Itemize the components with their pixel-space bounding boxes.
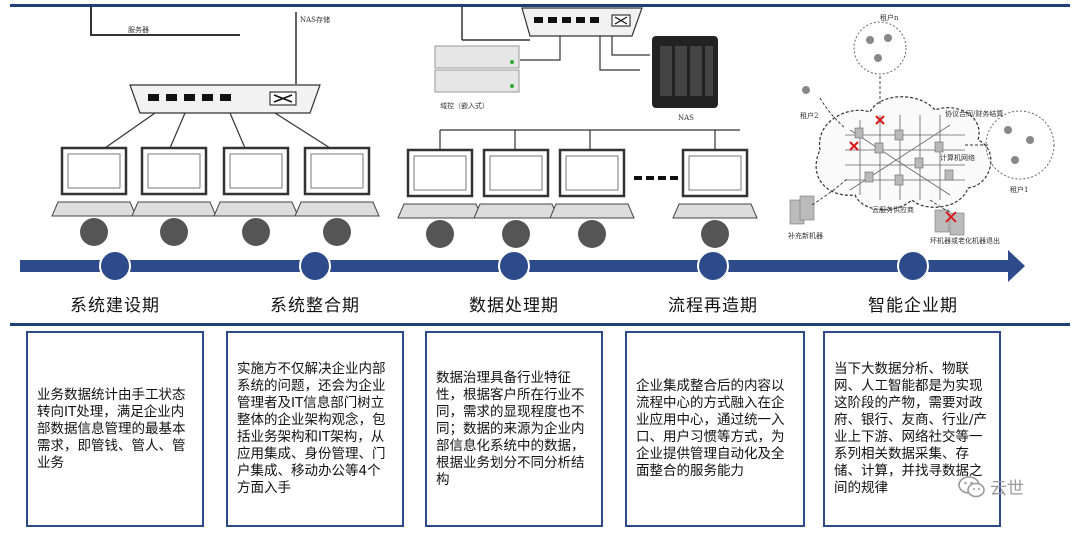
illustration: 服务器 NAS存储: [51, 6, 1055, 248]
workstations-group-1: [51, 146, 380, 246]
watermark-text: 云世: [990, 479, 1024, 499]
phase-description-2: 实施方不仅解决企业内部系统的问题，还会为企业管理者及IT信息部门树立整体的企业架…: [226, 331, 404, 527]
phase-title-3: 数据处理期: [469, 296, 559, 316]
agreement-label: 协议合同/财务结算: [945, 109, 1003, 118]
phase-title-1: 系统建设期: [70, 296, 160, 316]
phase-description-4: 企业集成整合后的内容以流程中心的方式融入在企业应用中心，通过统一入口、用户习惯等…: [625, 331, 805, 527]
timeline-node-2: [299, 250, 331, 282]
timeline-node-1: [99, 250, 131, 282]
tenant-n-label: 租户n: [880, 13, 899, 22]
nas-device: [652, 36, 718, 108]
phase-description-text-1: 业务数据统计由手工状态转向IT处理，满足企业内部数据信息管理的最基本需求，即管钱…: [37, 386, 186, 471]
domain-controller-device: [434, 45, 520, 93]
phase-description-5: 当下大数据分析、物联网、人工智能都是为实现这阶段的产物，需要对政府、银行、友商、…: [823, 331, 1001, 527]
phase-description-3: 数据治理具备行业特征性，根据客户所在行业不同，需求的显现程度也不同；数据的来源为…: [425, 331, 603, 527]
watermark: 云世: [958, 474, 1024, 499]
phase-title-2: 系统整合期: [270, 296, 360, 316]
compute-network-label: 计算机网络: [940, 153, 975, 162]
timeline: [20, 250, 1025, 282]
panel-data-illustration: 域控（嵌入式） NAS: [434, 6, 740, 150]
wechat-icon: [958, 475, 985, 497]
domain-control-label: 域控（嵌入式）: [440, 101, 489, 110]
phase-description-text-2: 实施方不仅解决企业内部系统的问题，还会为企业管理者及IT信息部门树立整体的企业架…: [237, 361, 386, 496]
tenant-2-label: 租户2: [800, 111, 818, 120]
phase-description-text-3: 数据治理具备行业特征性，根据客户所在行业不同，需求的显现程度也不同；数据的来源为…: [436, 369, 585, 488]
phase-description-text-5: 当下大数据分析、物联网、人工智能都是为实现这阶段的产物，需要对政府、银行、友商、…: [834, 361, 988, 496]
ellipsis-dashes: [634, 176, 678, 180]
top-divider: [10, 4, 1070, 7]
phase-title-5: 智能企业期: [868, 296, 958, 316]
cloud-provider-label: 云服务供应商: [872, 205, 914, 214]
panel-cloud-illustration: 租户n 租户2 租户1 协议合同/财务结算 计算机网络 云服务供应商 补充新机器…: [788, 13, 1055, 245]
network-switch: [129, 84, 321, 114]
timeline-arrowhead: [1008, 250, 1025, 282]
phase-description-text-4: 企业集成整合后的内容以流程中心的方式融入在企业应用中心，通过统一入口、用户习惯等…: [636, 378, 785, 479]
timeline-node-3: [498, 250, 530, 282]
new-machine-label: 补充新机器: [788, 231, 823, 240]
timeline-node-4: [697, 250, 729, 282]
server-label: 服务器: [128, 25, 149, 34]
panel-construction-illustration: 服务器 NAS存储: [90, 6, 331, 149]
timeline-node-5: [897, 250, 929, 282]
phase-description-1: 业务数据统计由手工状态转向IT处理，满足企业内部数据信息管理的最基本需求，即管钱…: [26, 331, 204, 527]
nas-label: NAS: [678, 114, 694, 122]
nas-storage-label: NAS存储: [300, 15, 330, 24]
retire-machine-label: 坏机器或老化机器退出: [930, 236, 1000, 245]
mid-divider: [10, 323, 1070, 326]
phase-title-4: 流程再造期: [668, 296, 758, 316]
workstations-group-2: [397, 148, 758, 248]
tenant-1-label: 租户1: [1010, 185, 1028, 194]
